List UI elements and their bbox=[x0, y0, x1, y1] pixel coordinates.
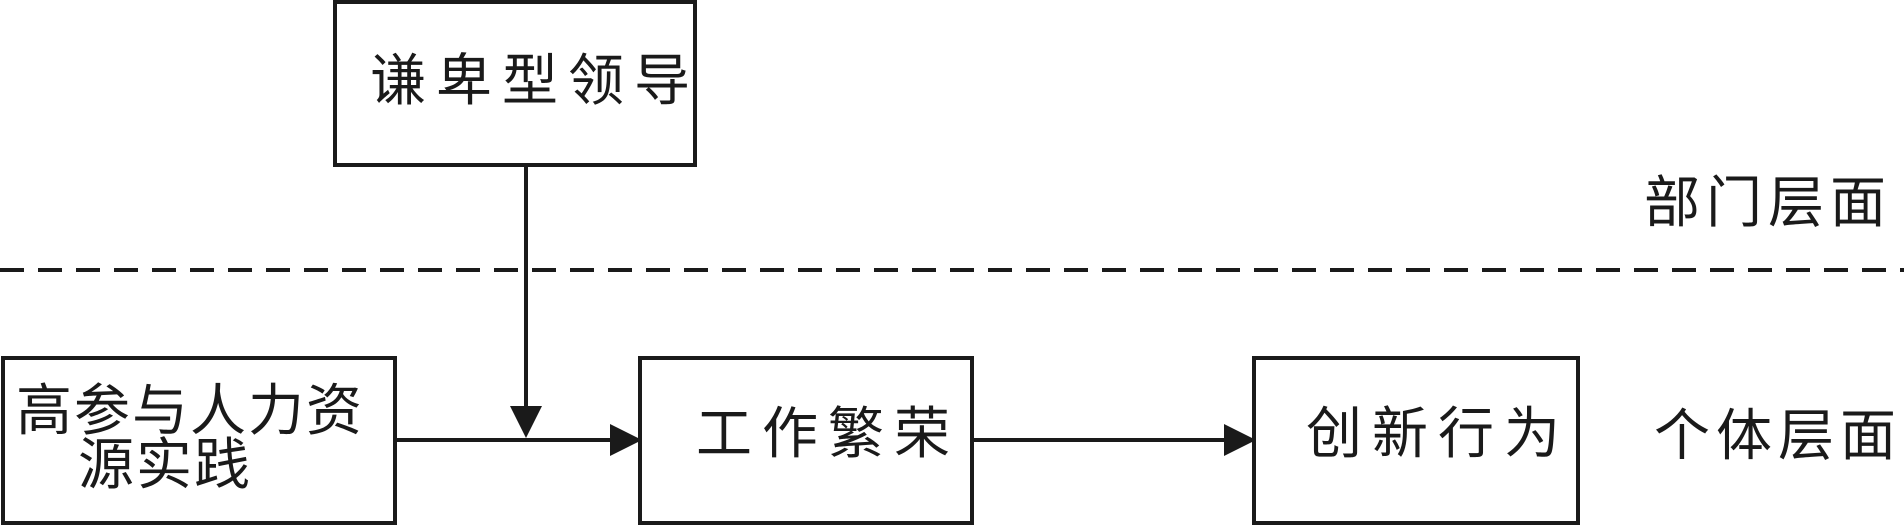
thriving-at-work-box bbox=[638, 356, 974, 525]
innovative-behavior-box bbox=[1252, 356, 1580, 525]
humble-leadership-node: 谦卑型领导 bbox=[333, 0, 700, 167]
humble-leadership-box bbox=[333, 0, 697, 167]
innovative-behavior-node: 创新行为 bbox=[1252, 356, 1580, 525]
thriving-at-work-label: 工作繁荣 bbox=[696, 402, 960, 467]
hr-practice-label-line1: 高参与人力资 bbox=[16, 379, 364, 444]
hr-practice-node: 高参与人力资 源实践 bbox=[1, 356, 397, 525]
thriving-at-work-node: 工作繁荣 bbox=[638, 356, 974, 525]
hr-practice-label-line2: 源实践 bbox=[78, 433, 252, 498]
innovative-behavior-label: 创新行为 bbox=[1306, 402, 1570, 467]
individual-level-label: 个体层面 bbox=[1654, 404, 1902, 469]
humble-leadership-label: 谦卑型领导 bbox=[370, 49, 700, 114]
department-level-label: 部门层面 bbox=[1644, 171, 1892, 236]
hr-practice-box bbox=[1, 356, 397, 525]
